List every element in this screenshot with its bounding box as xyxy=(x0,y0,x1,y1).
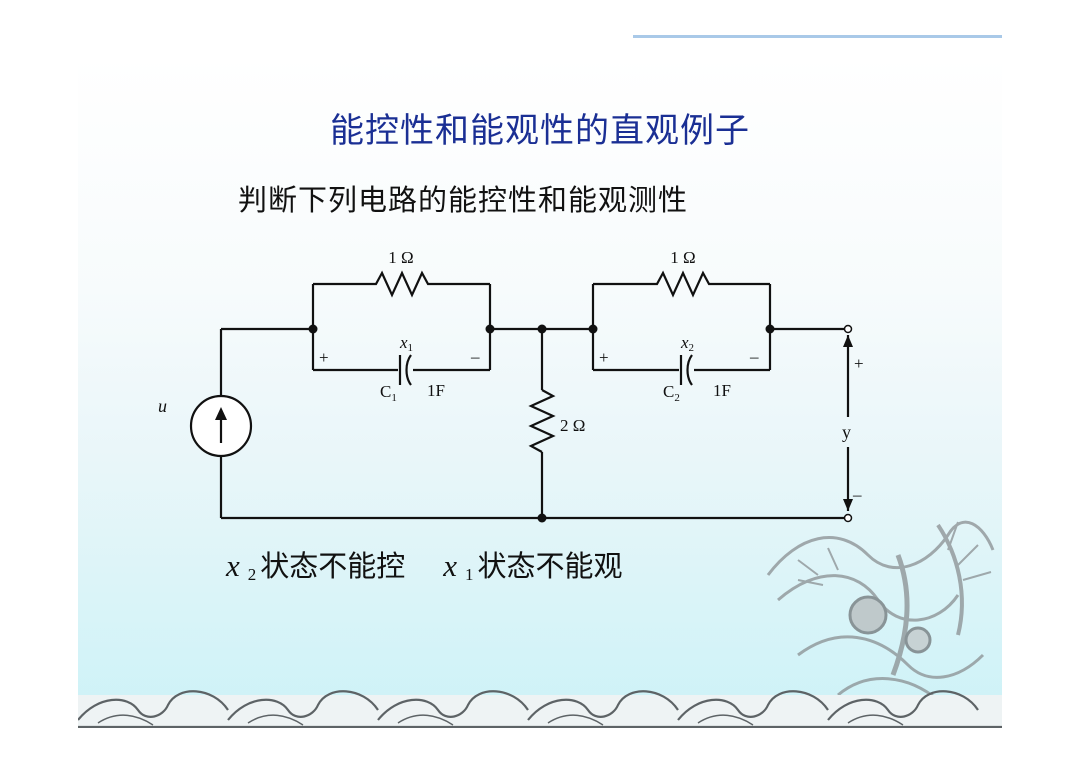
c1-state-label: x1 xyxy=(399,333,413,354)
r3-label: 2 Ω xyxy=(560,416,585,435)
capacitor-c1-plate-b xyxy=(405,354,412,386)
slide-decoration xyxy=(78,520,1002,728)
c2-name-label: C2 xyxy=(663,382,680,404)
node-dot xyxy=(588,324,598,334)
resistor-r2 xyxy=(593,270,770,298)
current-source xyxy=(189,394,253,458)
terminal-bottom xyxy=(843,513,853,523)
capacitor-c2-plate-b xyxy=(686,354,693,386)
x2-subscript: 2 xyxy=(247,565,257,584)
slide-title: 能控性和能观性的直观例子 xyxy=(330,111,750,151)
c1-minus-sign: – xyxy=(470,347,480,366)
node-dot xyxy=(537,513,547,523)
slide: 能控性和能观性的直观例子 判断下列电路的能控性和能观测性 xyxy=(78,55,1002,728)
c2-plus-sign: + xyxy=(599,348,609,367)
node-dot xyxy=(537,324,547,334)
r1-label: 1 Ω xyxy=(388,248,413,267)
output-label: y xyxy=(842,422,851,442)
x1-unobservable-text: 状态不能观 xyxy=(477,549,623,583)
c2-value-label: 1F xyxy=(713,381,731,400)
c1-plus-sign: + xyxy=(319,348,329,367)
arrowhead-up xyxy=(843,335,853,347)
resistor-r1 xyxy=(313,270,490,298)
wave-border xyxy=(78,690,1002,728)
c2-minus-sign: – xyxy=(749,347,759,366)
x2-uncontrollable-text: 状态不能控 xyxy=(260,549,406,583)
arrowhead-down xyxy=(843,499,853,511)
x1-variable: x xyxy=(443,548,458,583)
node-dot xyxy=(485,324,495,334)
r2-label: 1 Ω xyxy=(670,248,695,267)
node-dot xyxy=(308,324,318,334)
c1-value-label: 1F xyxy=(427,381,445,400)
slide-subtitle: 判断下列电路的能控性和能观测性 xyxy=(238,183,689,217)
node-dot xyxy=(765,324,775,334)
terminal-top xyxy=(843,324,853,334)
circuit-diagram: 1 Ω 1 Ω 2 Ω x1 C1 1F + – x2 C2 1F + – u … xyxy=(158,248,864,523)
dragon-illustration xyxy=(766,520,995,702)
x2-variable: x xyxy=(226,548,240,583)
source-label: u xyxy=(158,396,167,416)
header-rule xyxy=(633,35,1002,38)
x1-subscript: 1 xyxy=(465,565,474,584)
output-plus-sign: + xyxy=(854,354,864,373)
c2-state-label: x2 xyxy=(680,333,694,354)
output-minus-sign: – xyxy=(852,485,862,504)
resistor-r3 xyxy=(528,389,556,453)
c1-name-label: C1 xyxy=(380,382,397,404)
